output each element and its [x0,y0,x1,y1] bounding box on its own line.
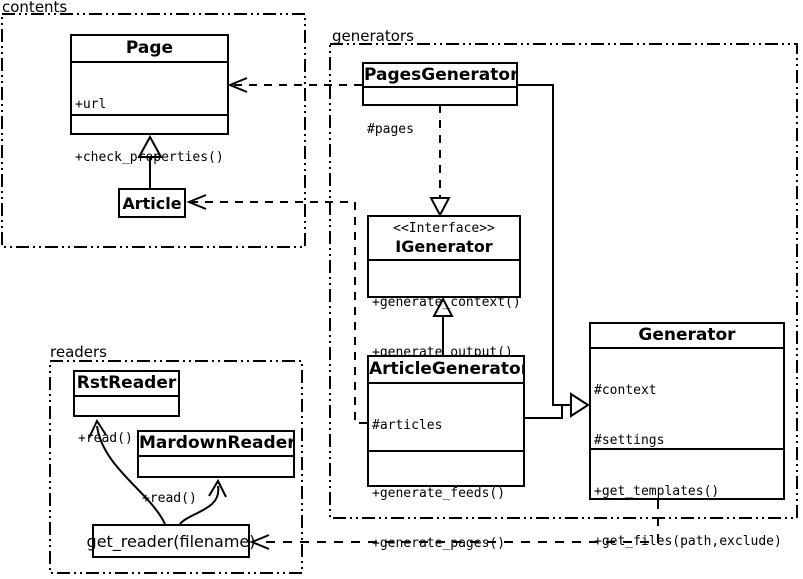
class-articlegenerator-attributes: #articles #dates #tags #categories [369,382,523,450]
edge-getreader-rstreader [96,425,166,525]
node-get-reader: get_reader(filename) [87,524,255,558]
method-row: +read() [78,431,133,446]
class-generator-attributes: #context #settings #path #theme #output_… [591,347,783,448]
edge-generator-getreader-arrowhead [249,534,270,550]
method-row: +generate_pages() [372,535,506,551]
method-row: +generate_context() [372,295,519,310]
method-row: +check_properties() [75,150,224,165]
attribute-row: #pages [367,122,414,137]
method-row: +read() [142,491,197,506]
edge-generator-triangle [570,392,590,418]
class-articlegenerator: ArticleGenerator #articles #dates #tags … [367,355,525,551]
class-pagesgenerator-name: PagesGenerator [364,65,516,85]
class-pagesgenerator: PagesGenerator #pages [362,62,518,137]
class-article-name: Article [122,193,182,213]
package-generators-frame [329,43,798,519]
package-contents-frame [1,13,306,248]
attribute-row: #articles [372,418,443,433]
class-mardownreader-name: MardownReader [139,433,293,453]
class-page-attributes: +url +slug +summary [72,61,227,114]
package-generators-label: generators [332,27,414,45]
edge-articlegenerator-generator-generalization [525,404,571,419]
edge-article-page-triangle [137,134,163,158]
class-generator: Generator #context #settings #path #them… [589,322,785,549]
class-igenerator: <<Interface>> IGenerator +generate_conte… [367,215,521,360]
edge-getreader-rstreader-arrowhead [88,418,107,439]
class-page-name: Page [125,38,174,58]
edge-pagesgenerator-page-arrowhead [227,77,248,93]
class-igenerator-header: <<Interface>> IGenerator [369,220,519,257]
edge-articlegenerator-article-dependency [192,201,367,424]
edge-getreader-mardownreader [179,485,220,525]
class-rstreader-name: RstReader [76,373,177,393]
attribute-row: #context [594,383,657,398]
class-page: Page +url +slug +summary +check_properti… [70,34,229,165]
method-row: +get_files(path,exclude) [594,533,782,549]
attribute-row: #settings [594,432,665,448]
class-igenerator-stereotype: <<Interface>> [393,221,495,236]
class-articlegenerator-name: ArticleGenerator [369,359,523,379]
method-row: +generate_feeds() [372,486,506,501]
edge-articlegenerator-igenerator-triangle [432,296,454,317]
package-contents-label: contents [2,0,68,16]
edge-articlegenerator-article-arrowhead [186,194,207,210]
method-row: +get_templates() [594,484,720,499]
package-readers-frame [49,360,303,574]
edge-generator-getreader-dependency [260,500,659,543]
edge-pagesgenerator-igenerator-triangle [429,197,451,218]
class-generator-methods: +get_templates() +get_files(path,exclude… [591,448,783,579]
class-article: Article [118,188,186,218]
class-rstreader: RstReader +read() [73,370,180,446]
class-page-methods: +check_properties() [72,114,227,201]
edge-getreader-mardownreader-arrowhead [208,478,227,498]
node-get-reader-label: get_reader(filename) [86,531,256,551]
class-articlegenerator-methods: +generate_feeds() +generate_pages() [369,450,523,579]
attribute-row: +url [75,97,107,112]
class-generator-name: Generator [638,325,736,345]
class-rstreader-methods: +read() [75,395,178,482]
class-pagesgenerator-attributes: #pages [364,86,516,173]
class-mardownreader-methods: +read() [139,455,293,542]
class-mardownreader: MardownReader +read() [137,430,295,506]
class-igenerator-name: IGenerator [395,237,493,256]
package-readers-label: readers [50,343,107,361]
edge-pagesgenerator-generator-generalization [518,84,571,406]
